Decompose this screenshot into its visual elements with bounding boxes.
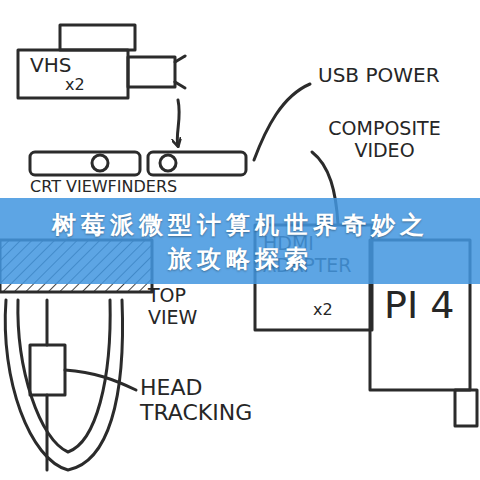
head-centre-line — [46, 395, 49, 470]
camera-node: VHSx2 — [15, 22, 190, 100]
tracking-leader-line — [65, 370, 136, 390]
viewfinder-pair: CRT VIEWFINDERS — [28, 148, 250, 198]
usb-leader-line — [254, 84, 310, 160]
callout-label: HEAD TRACKING — [140, 375, 290, 426]
node-text: x2 — [65, 76, 85, 94]
view-label: TOP VIEW — [148, 285, 228, 329]
callout-label: COMPOSITE VIDEO — [312, 118, 457, 162]
node-text: VHS — [30, 54, 71, 77]
head-outline — [5, 300, 122, 470]
node-text: PI 4 — [384, 284, 454, 328]
arrow-connector — [177, 100, 179, 146]
title-banner: 树莓派微型计算机世界奇妙之旅攻略探索 — [0, 198, 480, 284]
head-centre-line — [46, 300, 49, 345]
callout-label: USB POWER — [318, 64, 440, 87]
pi-port — [455, 390, 477, 426]
banner-title: 树莓派微型计算机世界奇妙之旅攻略探索 — [40, 208, 440, 276]
node-text: CRT VIEWFINDERS — [30, 178, 177, 196]
node-text: x2 — [313, 301, 333, 319]
tracker-box — [30, 345, 65, 395]
